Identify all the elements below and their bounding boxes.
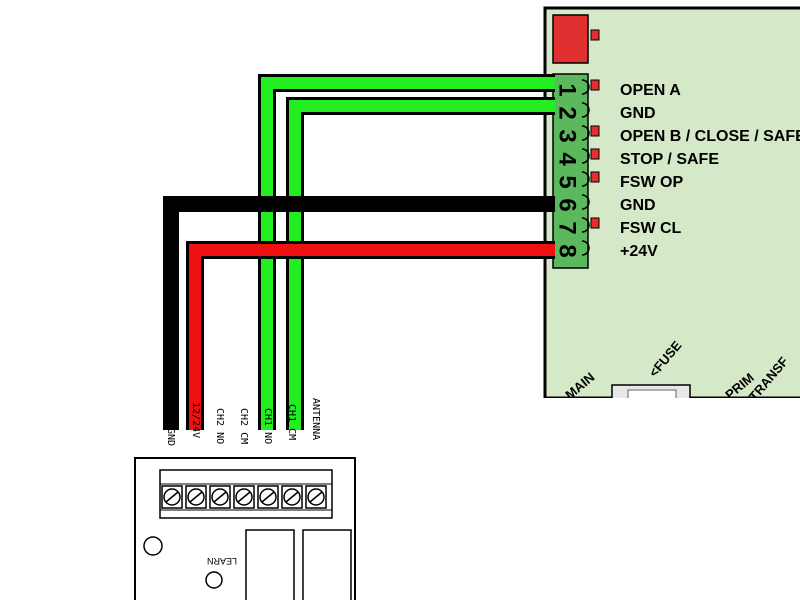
receiver-label-ch2-cm: CH2 CM	[238, 408, 249, 444]
screw-icon	[233, 485, 255, 509]
pin-number: 6	[554, 198, 581, 211]
screw-icon	[161, 485, 183, 509]
terminal-tab-1	[590, 79, 600, 91]
wire-green-ch1-no-fill	[261, 77, 555, 430]
terminal-label-open-a: OPEN A	[620, 82, 681, 99]
terminal-label-gnd-2: GND	[620, 197, 656, 214]
pin-number: 5	[554, 175, 581, 188]
terminal-label-fsw-cl: FSW CL	[620, 220, 682, 237]
wire-black-gnd	[163, 196, 555, 430]
receiver-screws	[161, 485, 327, 509]
receiver-label-ch1-cm: CH1 CM	[286, 404, 297, 440]
terminal-tab-7	[590, 217, 600, 229]
terminal-block	[552, 73, 589, 269]
led-hole-icon	[143, 536, 163, 556]
terminal-tab-5	[590, 171, 600, 183]
relay-2	[302, 529, 352, 600]
wire-green-ch1-cm-fill	[289, 100, 555, 430]
board-cutoff	[540, 398, 800, 600]
screw-icon	[281, 485, 303, 509]
pin-number: 3	[554, 129, 581, 142]
relay-1	[245, 529, 295, 600]
controller-board: 1 2 3 4 5 6 7 8 OPEN A GND OPEN B / CLOS…	[543, 6, 800, 406]
screw-icon	[209, 485, 231, 509]
learn-button[interactable]	[205, 571, 223, 589]
receiver-label-antenna: ANTENNA	[310, 398, 321, 440]
learn-label: LEARN	[207, 556, 237, 566]
wire-red-24v-fill	[189, 244, 555, 430]
receiver-board: GND 12/24V CH2 NO CH2 CM CH1 NO CH1 CM A…	[134, 398, 356, 600]
terminal-label-fsw-op: FSW OP	[620, 174, 683, 191]
terminal-tab-3	[590, 125, 600, 137]
terminal-label-stop: STOP / SAFE	[620, 151, 719, 168]
screw-icon	[185, 485, 207, 509]
terminal-label-gnd: GND	[620, 105, 656, 122]
terminal-label-24v: +24V	[620, 243, 658, 260]
wire-red-24v	[186, 241, 555, 430]
receiver-label-gnd: GND	[165, 428, 176, 446]
pin-number: 7	[554, 221, 581, 234]
pin-number: 1	[554, 83, 581, 96]
pin-number: 8	[554, 244, 581, 257]
red-connector	[552, 14, 589, 64]
screw-icon	[257, 485, 279, 509]
red-connector-tab	[590, 29, 600, 41]
wire-green-ch1-cm	[286, 97, 555, 430]
wires	[163, 74, 555, 430]
pin-number: 2	[554, 106, 581, 119]
screw-icon	[305, 485, 327, 509]
terminal-label-open-b: OPEN B / CLOSE / SAFE	[620, 128, 800, 145]
pin-number: 4	[554, 152, 581, 166]
terminal-tab-4	[590, 148, 600, 160]
receiver-label-12-24v: 12/24V	[190, 402, 201, 438]
receiver-label-ch1-no: CH1 NO	[262, 408, 273, 444]
receiver-label-ch2-no: CH2 NO	[214, 408, 225, 444]
terminal-screws	[581, 79, 590, 256]
